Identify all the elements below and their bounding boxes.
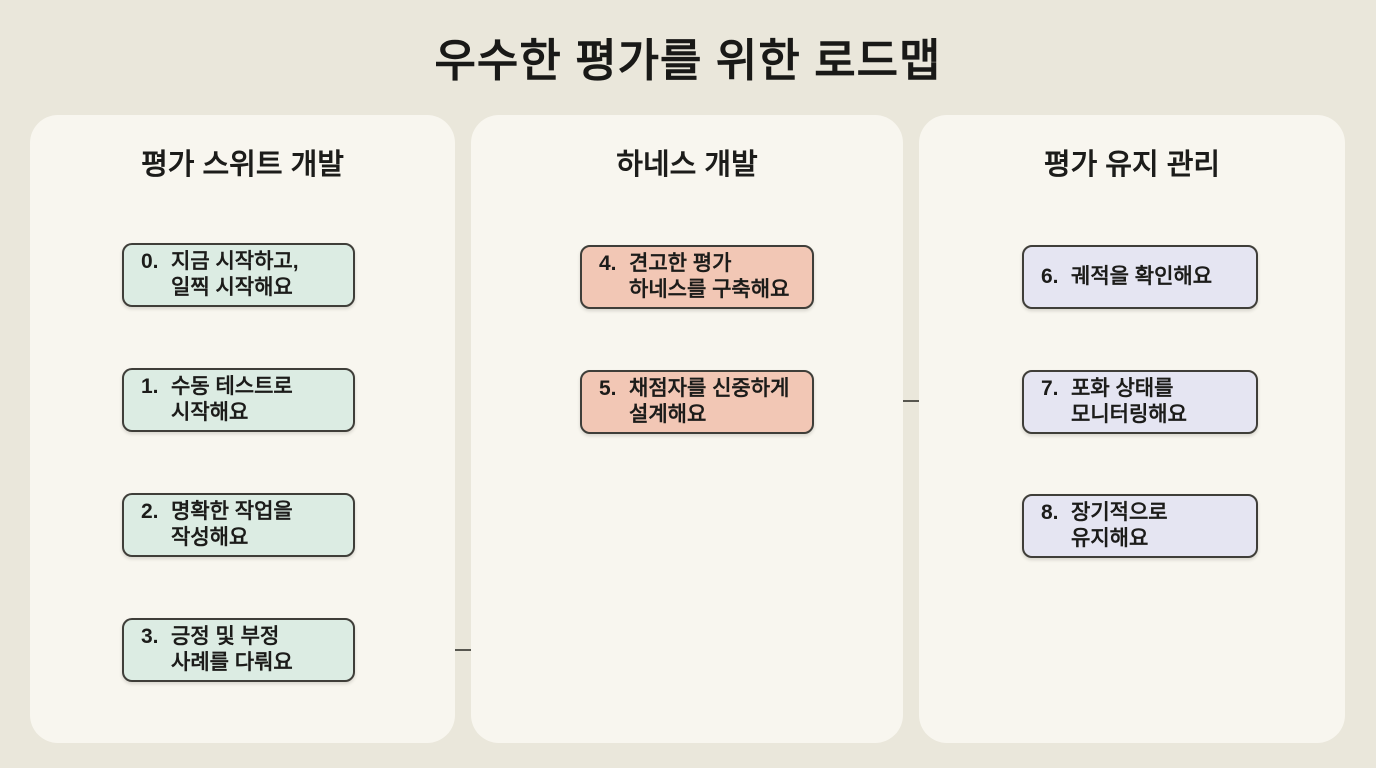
step-box-6: 6. 궤적을 확인해요 xyxy=(1022,245,1258,309)
step-number: 7. xyxy=(1041,377,1059,400)
step-line2: 유지해요 xyxy=(1071,527,1149,550)
step-number: 5. xyxy=(599,377,617,400)
step-number: 2. xyxy=(141,500,159,523)
panel-harness-dev: 하네스 개발 4. 견고한 평가 하네스를 구축해요 5. 채점자를 신중하게 … xyxy=(471,115,903,743)
step-line1: 궤적을 확인해요 xyxy=(1071,264,1213,288)
step-number: 3. xyxy=(141,625,159,648)
step-box-1: 1. 수동 테스트로 시작해요 xyxy=(122,368,355,432)
step-box-0: 0. 지금 시작하고, 일찍 시작해요 xyxy=(122,243,355,307)
step-number: 6. xyxy=(1041,264,1059,288)
column-header-eval-suite: 평가 스위트 개발 xyxy=(141,149,344,181)
step-line2: 일찍 시작해요 xyxy=(171,276,293,299)
step-line1: 명확한 작업을 xyxy=(171,499,293,523)
step-line2: 사례를 다뤄요 xyxy=(171,651,293,674)
step-box-5: 5. 채점자를 신중하게 설계해요 xyxy=(580,370,814,434)
step-line1: 지금 시작하고, xyxy=(171,249,299,273)
step-number: 8. xyxy=(1041,501,1059,524)
step-line2: 시작해요 xyxy=(171,401,249,424)
step-line2: 작성해요 xyxy=(171,526,249,549)
step-line2: 설계해요 xyxy=(629,403,707,426)
step-box-7: 7. 포화 상태를 모니터링해요 xyxy=(1022,370,1258,434)
page-title: 우수한 평가를 위한 로드맵 xyxy=(434,35,942,86)
step-number: 4. xyxy=(599,252,617,275)
column-header-maintenance: 평가 유지 관리 xyxy=(1043,149,1221,181)
step-line1: 긍정 및 부정 xyxy=(171,624,280,648)
panel-eval-suite-dev: 평가 스위트 개발 0. 지금 시작하고, 일찍 시작해요 1. 수동 테스트로… xyxy=(30,115,455,743)
step-number: 1. xyxy=(141,375,159,398)
panel-eval-maintenance: 평가 유지 관리 6. 궤적을 확인해요 7. 포화 상태를 모니터링해요 8.… xyxy=(919,115,1345,743)
step-box-2: 2. 명확한 작업을 작성해요 xyxy=(122,493,355,557)
step-box-4: 4. 견고한 평가 하네스를 구축해요 xyxy=(580,245,814,309)
step-line1: 수동 테스트로 xyxy=(171,374,293,398)
step-number: 0. xyxy=(141,250,159,273)
step-line1: 견고한 평가 xyxy=(629,251,732,275)
step-line2: 하네스를 구축해요 xyxy=(629,278,790,301)
step-box-8: 8. 장기적으로 유지해요 xyxy=(1022,494,1258,558)
step-line1: 채점자를 신중하게 xyxy=(629,376,790,400)
step-line2: 모니터링해요 xyxy=(1071,403,1187,426)
step-line1: 포화 상태를 xyxy=(1071,376,1174,400)
step-box-3: 3. 긍정 및 부정 사례를 다뤄요 xyxy=(122,618,355,682)
step-line1: 장기적으로 xyxy=(1071,500,1168,524)
column-header-harness: 하네스 개발 xyxy=(616,149,758,181)
